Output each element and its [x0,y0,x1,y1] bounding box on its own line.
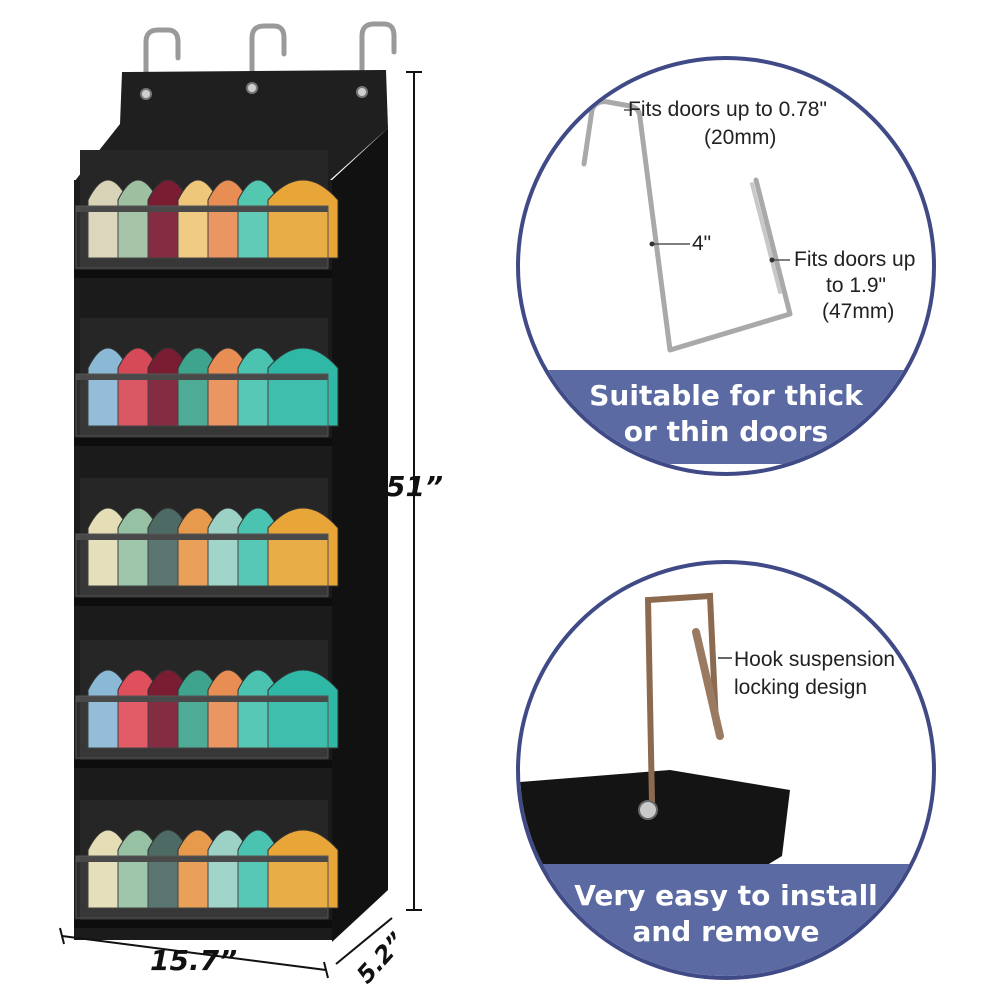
pocket-edge [76,206,328,212]
banner-line2: or thin doors [623,415,829,448]
hat-organizer-illustration [59,21,422,979]
banner-line1: Very easy to install [574,879,878,912]
cap [267,669,339,749]
locking-hook-illustration [520,592,790,884]
shelf-divider [74,598,332,606]
pocket-edge [76,856,328,862]
shelf-5 [74,800,339,928]
cap [267,507,339,587]
shelf-3 [74,478,339,606]
pocket-edge [76,696,328,702]
shelf-divider [74,760,332,768]
thick-door-note-line3: (47mm) [822,300,895,323]
hook-length-note: 4" [692,232,712,255]
cap [267,179,339,259]
clear-pocket [75,855,329,919]
shelf-2 [74,318,339,446]
width-dimension-label: 15.7” [150,944,238,977]
locking-note-line1: Hook suspension [734,648,896,671]
feature-circle-locking: Hook suspension locking design Very easy… [516,560,936,980]
shelf-divider [74,270,332,278]
clear-pocket [75,695,329,759]
pocket-edge [76,374,328,380]
thin-door-note-line1: Fits doors up to 0.78" [628,98,827,121]
thick-door-note-line2: to 1.9" [826,274,886,297]
shelf-4 [74,640,339,768]
shelf-1 [74,150,339,278]
thin-door-note-line2: (20mm) [704,126,777,149]
shelf-divider [74,920,332,928]
door-hooks [143,21,397,95]
feature-banner-install: Very easy to install and remove [520,864,932,976]
thick-door-note-line1: Fits doors up [794,248,916,271]
clear-pocket [75,533,329,597]
clear-pocket [75,205,329,269]
feature-circle-door-thickness: Fits doors up to 0.78" (20mm) 4" Fits do… [516,56,936,476]
organizer-side [332,128,388,942]
banner-line1: Suitable for thick [589,379,863,412]
locking-note-line2: locking design [734,676,868,699]
grommets [140,82,368,100]
pocket-edge [76,534,328,540]
cap [267,347,339,427]
banner-line2: and remove [632,915,820,948]
feature-banner-thick-thin: Suitable for thick or thin doors [520,370,932,464]
shelf-layer [74,150,339,928]
dimension-lines [59,71,422,979]
height-dimension-label: 51” [386,470,443,503]
cap [267,829,339,909]
door-hook-illustration [581,99,793,353]
clear-pocket [75,373,329,437]
shelf-divider [74,438,332,446]
